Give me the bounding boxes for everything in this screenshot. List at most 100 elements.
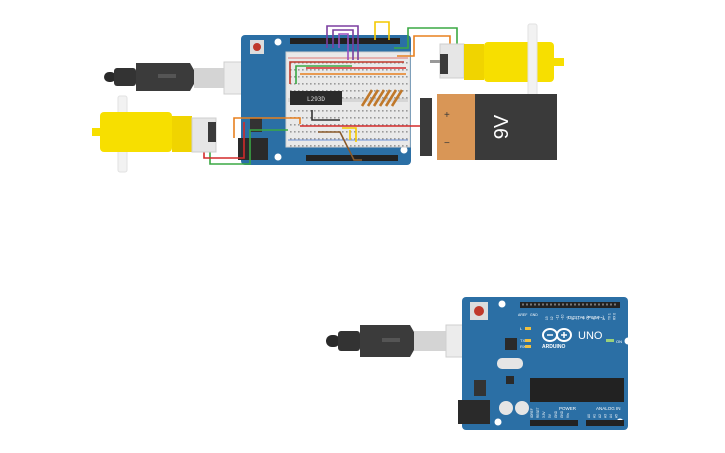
breadboard-hole[interactable] xyxy=(294,76,296,78)
breadboard-hole[interactable] xyxy=(406,90,408,92)
breadboard-hole[interactable] xyxy=(310,145,312,147)
breadboard-hole[interactable] xyxy=(354,124,356,126)
breadboard-hole[interactable] xyxy=(338,110,340,112)
breadboard-hole[interactable] xyxy=(374,83,376,85)
breadboard-hole[interactable] xyxy=(366,83,368,85)
breadboard-hole[interactable] xyxy=(370,124,372,126)
breadboard-hole[interactable] xyxy=(338,117,340,119)
breadboard-hole[interactable] xyxy=(394,69,396,71)
breadboard-hole[interactable] xyxy=(314,145,316,147)
breadboard-hole[interactable] xyxy=(374,124,376,126)
breadboard-hole[interactable] xyxy=(342,90,344,92)
breadboard-hole[interactable] xyxy=(406,69,408,71)
breadboard-hole[interactable] xyxy=(390,138,392,140)
breadboard-hole[interactable] xyxy=(310,124,312,126)
breadboard-hole[interactable] xyxy=(290,124,292,126)
breadboard-hole[interactable] xyxy=(330,90,332,92)
header-pin[interactable] xyxy=(610,303,612,306)
breadboard-hole[interactable] xyxy=(298,83,300,85)
arduino-uno-board[interactable]: UNO ARDUINO DIGITAL (PWM ~) ANALOG IN PO… xyxy=(458,297,632,430)
breadboard-hole[interactable] xyxy=(386,69,388,71)
breadboard-hole[interactable] xyxy=(374,69,376,71)
breadboard-hole[interactable] xyxy=(298,76,300,78)
breadboard-hole[interactable] xyxy=(366,145,368,147)
breadboard-hole[interactable] xyxy=(354,117,356,119)
breadboard-hole[interactable] xyxy=(326,138,328,140)
breadboard-hole[interactable] xyxy=(398,117,400,119)
breadboard-hole[interactable] xyxy=(346,117,348,119)
breadboard-hole[interactable] xyxy=(314,90,316,92)
breadboard-hole[interactable] xyxy=(338,145,340,147)
breadboard-hole[interactable] xyxy=(294,138,296,140)
breadboard-hole[interactable] xyxy=(358,69,360,71)
header-pin[interactable] xyxy=(562,303,564,306)
breadboard-hole[interactable] xyxy=(322,76,324,78)
breadboard-hole[interactable] xyxy=(306,90,308,92)
breadboard-hole[interactable] xyxy=(382,110,384,112)
breadboard-hole[interactable] xyxy=(338,138,340,140)
breadboard-hole[interactable] xyxy=(386,117,388,119)
breadboard-hole[interactable] xyxy=(362,90,364,92)
breadboard-hole[interactable] xyxy=(386,110,388,112)
breadboard-hole[interactable] xyxy=(402,69,404,71)
breadboard-hole[interactable] xyxy=(350,69,352,71)
breadboard-hole[interactable] xyxy=(402,117,404,119)
breadboard-hole[interactable] xyxy=(318,145,320,147)
breadboard-hole[interactable] xyxy=(374,110,376,112)
breadboard-hole[interactable] xyxy=(366,76,368,78)
breadboard-hole[interactable] xyxy=(394,131,396,133)
breadboard-hole[interactable] xyxy=(298,110,300,112)
breadboard-hole[interactable] xyxy=(350,117,352,119)
breadboard-hole[interactable] xyxy=(338,76,340,78)
breadboard-hole[interactable] xyxy=(290,138,292,140)
breadboard-hole[interactable] xyxy=(398,97,400,99)
breadboard-hole[interactable] xyxy=(390,145,392,147)
power-header[interactable] xyxy=(530,420,578,426)
breadboard-hole[interactable] xyxy=(350,90,352,92)
header-pin[interactable] xyxy=(602,303,604,306)
breadboard-hole[interactable] xyxy=(362,131,364,133)
header-pin[interactable] xyxy=(606,303,608,306)
breadboard-hole[interactable] xyxy=(394,124,396,126)
breadboard-hole[interactable] xyxy=(390,110,392,112)
breadboard-hole[interactable] xyxy=(350,110,352,112)
breadboard-hole[interactable] xyxy=(358,110,360,112)
breadboard-hole[interactable] xyxy=(350,97,352,99)
breadboard-hole[interactable] xyxy=(290,145,292,147)
breadboard-hole[interactable] xyxy=(378,69,380,71)
breadboard-hole[interactable] xyxy=(298,124,300,126)
breadboard-hole[interactable] xyxy=(346,110,348,112)
breadboard-hole[interactable] xyxy=(310,138,312,140)
breadboard-hole[interactable] xyxy=(382,76,384,78)
breadboard-hole[interactable] xyxy=(310,110,312,112)
breadboard-hole[interactable] xyxy=(370,97,372,99)
breadboard-hole[interactable] xyxy=(406,131,408,133)
breadboard-hole[interactable] xyxy=(346,90,348,92)
breadboard-hole[interactable] xyxy=(394,76,396,78)
breadboard-hole[interactable] xyxy=(290,90,292,92)
breadboard-hole[interactable] xyxy=(318,124,320,126)
breadboard-hole[interactable] xyxy=(294,131,296,133)
breadboard-hole[interactable] xyxy=(362,97,364,99)
breadboard-hole[interactable] xyxy=(322,90,324,92)
breadboard-hole[interactable] xyxy=(362,69,364,71)
breadboard-hole[interactable] xyxy=(306,145,308,147)
breadboard-hole[interactable] xyxy=(378,110,380,112)
breadboard-hole[interactable] xyxy=(294,145,296,147)
breadboard-hole[interactable] xyxy=(310,83,312,85)
breadboard-hole[interactable] xyxy=(402,76,404,78)
breadboard-hole[interactable] xyxy=(346,69,348,71)
breadboard-hole[interactable] xyxy=(358,76,360,78)
breadboard-hole[interactable] xyxy=(342,124,344,126)
breadboard-hole[interactable] xyxy=(394,117,396,119)
breadboard-hole[interactable] xyxy=(398,138,400,140)
breadboard-hole[interactable] xyxy=(402,124,404,126)
breadboard-hole[interactable] xyxy=(302,83,304,85)
breadboard-hole[interactable] xyxy=(394,97,396,99)
breadboard-hole[interactable] xyxy=(302,69,304,71)
breadboard-hole[interactable] xyxy=(386,145,388,147)
breadboard-hole[interactable] xyxy=(362,145,364,147)
breadboard-hole[interactable] xyxy=(306,83,308,85)
header-pin[interactable] xyxy=(526,303,528,306)
